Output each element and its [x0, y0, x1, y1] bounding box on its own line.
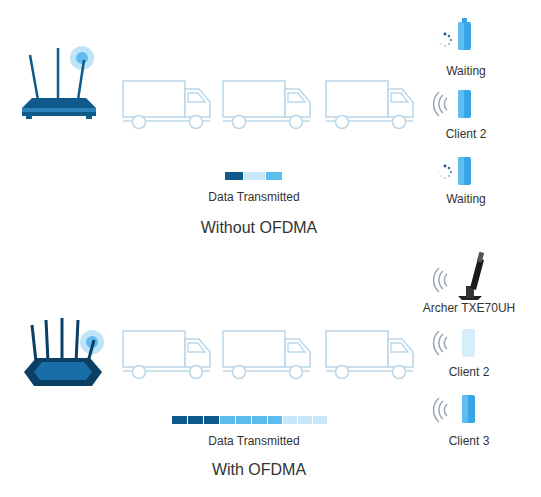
client-active: [434, 329, 475, 357]
client-waiting: [438, 157, 471, 185]
device-label: Archer TXE70UH: [423, 302, 515, 316]
legend-caption: Data Transmitted: [208, 191, 299, 205]
legend-caption: Data Transmitted: [208, 435, 299, 449]
client-active: [434, 395, 475, 423]
client-label: Client 2: [449, 366, 490, 380]
data-bar: [225, 172, 282, 180]
data-bar: [172, 416, 327, 424]
usb-adapter-icon: [434, 252, 485, 300]
client-label: Client 3: [449, 435, 490, 449]
router-icon: [24, 318, 104, 386]
status-label: Waiting: [446, 65, 486, 79]
client-active: [434, 90, 471, 118]
section-title: With OFDMA: [212, 461, 306, 479]
truck: [123, 81, 210, 129]
truck: [223, 81, 310, 129]
truck: [326, 81, 413, 129]
truck: [326, 331, 413, 379]
truck: [123, 331, 210, 379]
section-title: Without OFDMA: [201, 219, 317, 237]
client-label: Client 2: [446, 128, 487, 142]
router-icon: [22, 46, 96, 119]
status-label: Waiting: [446, 193, 486, 207]
client-waiting: [438, 18, 471, 50]
truck: [223, 331, 310, 379]
